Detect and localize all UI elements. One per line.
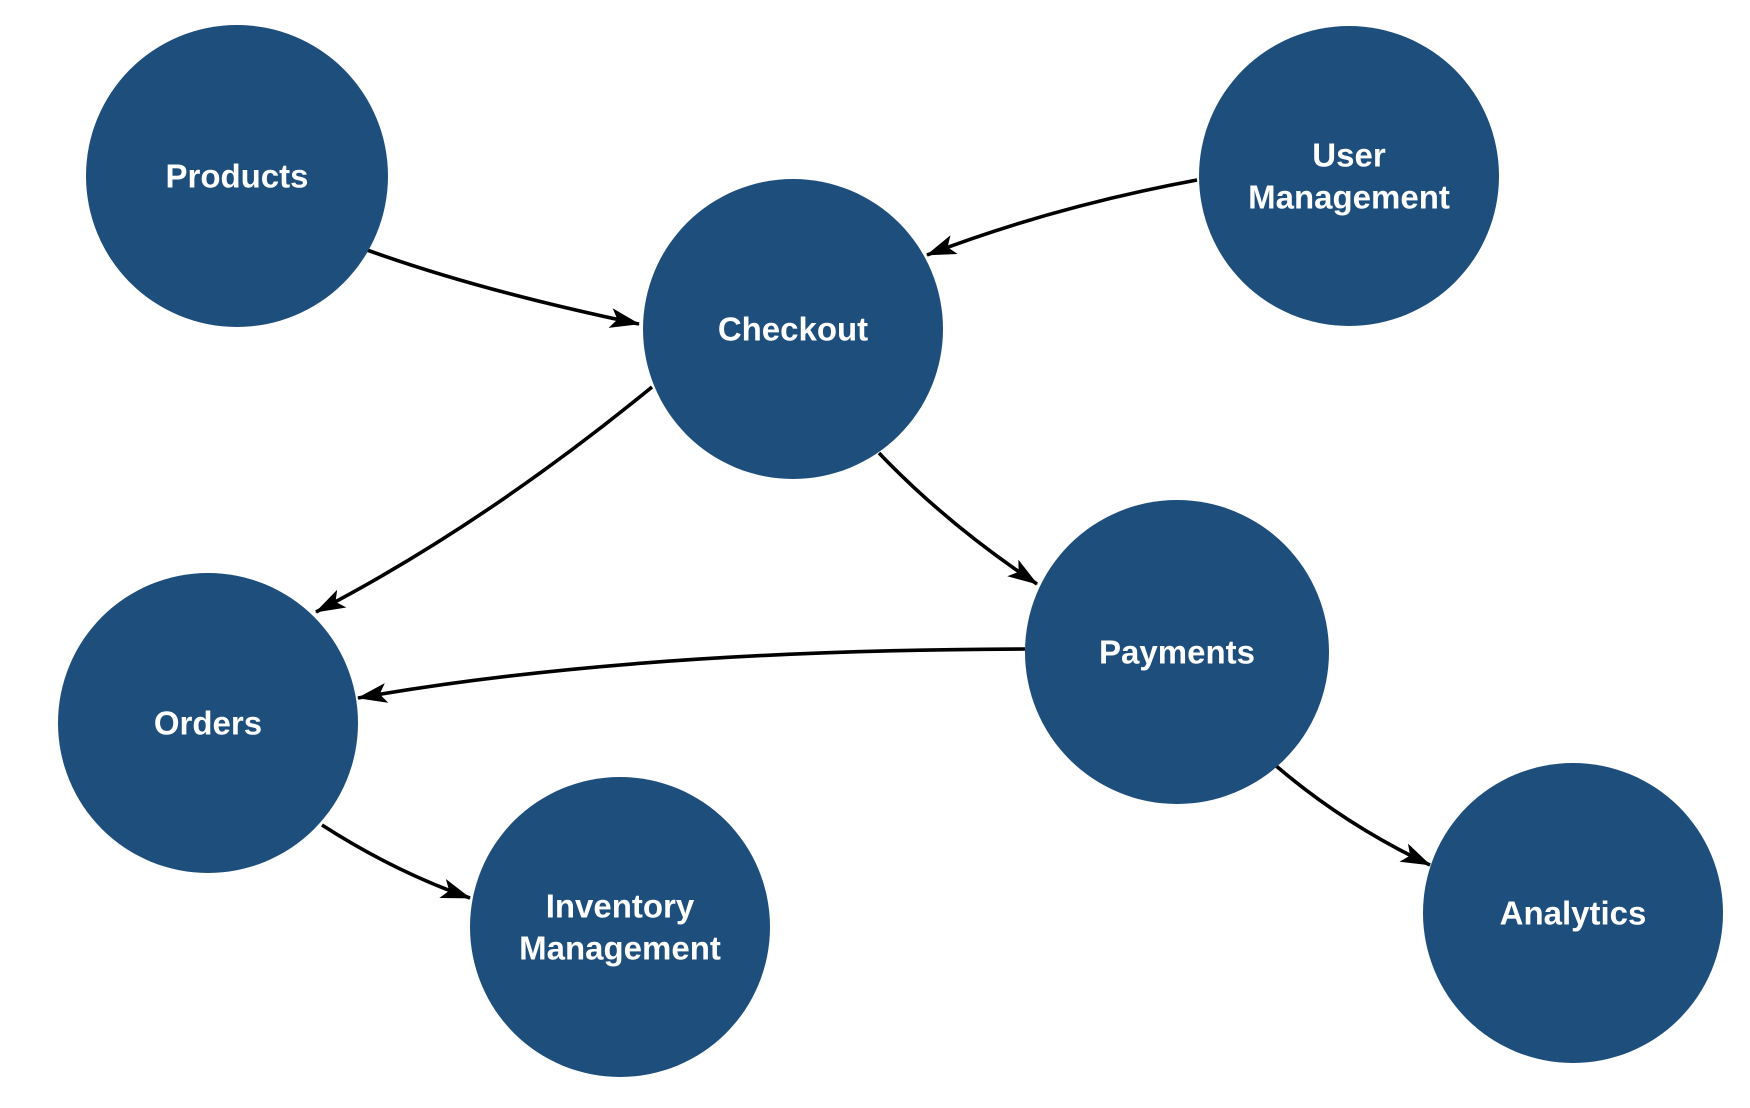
- node-analytics-circle: [1423, 763, 1723, 1063]
- node-orders: Orders: [58, 573, 358, 873]
- node-products: Products: [86, 25, 388, 327]
- node-orders-circle: [58, 573, 358, 873]
- edge-orders-to-inventory-management: [321, 823, 471, 900]
- edges-layer: [315, 178, 1431, 900]
- node-products-label: Products: [165, 158, 308, 195]
- node-analytics: Analytics: [1423, 763, 1723, 1063]
- node-checkout-circle: [643, 179, 943, 479]
- node-payments-label: Payments: [1099, 634, 1255, 671]
- node-user-management-circle: [1199, 26, 1499, 326]
- edge-user-management-to-checkout: [926, 178, 1198, 257]
- node-checkout: Checkout: [643, 179, 943, 479]
- node-orders-label: Orders: [154, 705, 262, 742]
- node-inventory-management-circle: [470, 777, 770, 1077]
- edge-payments-to-analytics: [1273, 763, 1431, 867]
- node-checkout-label: Checkout: [718, 311, 868, 348]
- edge-payments-to-orders: [357, 647, 1026, 703]
- node-products-circle: [86, 25, 388, 327]
- edge-checkout-to-orders: [315, 385, 654, 614]
- node-payments: Payments: [1025, 500, 1329, 804]
- node-analytics-label: Analytics: [1500, 895, 1647, 932]
- edge-checkout-to-payments: [877, 451, 1038, 586]
- edge-products-to-checkout: [366, 248, 640, 328]
- node-payments-circle: [1025, 500, 1329, 804]
